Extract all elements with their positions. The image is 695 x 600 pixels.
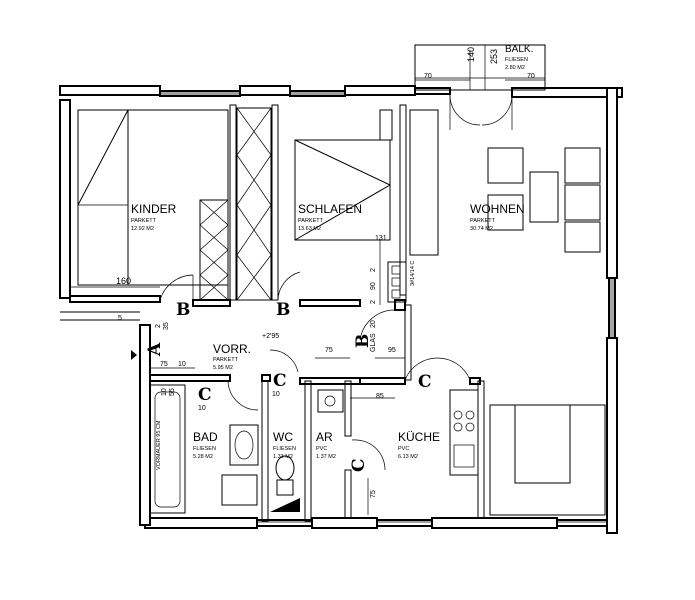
- dim-bad-10: 10: [161, 388, 168, 396]
- room-name: KÜCHE: [398, 430, 440, 444]
- dim-85: 85: [376, 393, 384, 400]
- room-floor: PARKETT: [213, 357, 239, 363]
- dim-20: 20: [370, 320, 377, 328]
- level-mark: +2'95: [262, 333, 279, 340]
- room-area: 1.37 M2: [316, 454, 336, 460]
- room-area: 30.74 M2: [470, 226, 493, 232]
- dim-90: 90: [370, 282, 377, 290]
- room-area: 2.80 M2: [505, 65, 525, 71]
- dim-c-10: 10: [198, 405, 206, 412]
- room-area: 5.28 M2: [193, 454, 213, 460]
- dim-131: 131: [375, 235, 387, 242]
- room-label-wohnen: WOHNEN PARKETT 30.74 M2: [470, 202, 525, 232]
- vormauer-label: VORMAUER 95 CM: [156, 420, 162, 470]
- dim-vorr-10: 10: [178, 361, 186, 368]
- room-label-bad: BAD FLIESEN 5.28 M2: [193, 430, 218, 460]
- room-label-kinder: KINDER PARKETT 12.92 M2: [131, 202, 177, 232]
- interior-walls: [69, 104, 485, 522]
- outer-walls: [59, 85, 623, 534]
- room-name: BAD: [193, 430, 218, 444]
- room-floor: PVC: [398, 446, 409, 452]
- door-tag-b1: B: [176, 300, 190, 320]
- room-label-wc: WC FLIESEN 1.33 M2: [273, 430, 296, 460]
- windows: [160, 91, 614, 523]
- room-label-schlafen: SCHLAFEN PARKETT 13.63 M2: [298, 202, 362, 232]
- dim-balk-left: 70: [424, 73, 432, 80]
- herd-label: 3#14/14 C: [410, 261, 416, 286]
- dim-35: 35: [163, 322, 170, 330]
- dimension-labels: 140 253 70 70 160 +2'95 35 75 10 75 95 G…: [116, 47, 535, 498]
- dimension-lines: [70, 79, 545, 515]
- door-tag-b2: B: [276, 300, 290, 320]
- room-name: WC: [273, 430, 293, 444]
- room-area: 1.33 M2: [273, 454, 293, 460]
- door-swings: [159, 94, 513, 471]
- room-label-vorr: VORR. PARKETT 5.95 M2: [213, 342, 251, 371]
- dim-balk-253: 253: [489, 49, 499, 64]
- dim-vorr-75: 75: [160, 361, 168, 368]
- room-area: 5.95 M2: [213, 365, 233, 371]
- door-tag-c-kueche: C: [418, 372, 432, 392]
- dim-5: 5: [118, 315, 122, 322]
- door-tag-c-wc: C: [273, 371, 287, 391]
- room-area: 13.63 M2: [298, 226, 321, 232]
- dim-balk-right: 70: [527, 73, 535, 80]
- dim-2: 2: [370, 268, 377, 272]
- room-floor: PARKETT: [131, 218, 157, 224]
- dim-wc-10: 10: [272, 391, 280, 398]
- dim-kinder-160: 160: [116, 276, 131, 286]
- dim-95: 95: [388, 347, 396, 354]
- dim-kueche-75: 75: [370, 490, 377, 498]
- dim-balk-140: 140: [466, 47, 476, 62]
- dim-2c: 2: [155, 324, 162, 328]
- room-name: KINDER: [131, 202, 177, 216]
- room-name: WOHNEN: [470, 202, 525, 216]
- entry-arrow-icon: [131, 350, 137, 360]
- room-label-ar: AR PVC 1.37 M2: [316, 430, 336, 460]
- room-name: AR: [316, 430, 333, 444]
- furniture: [77, 107, 606, 516]
- room-floor: PVC: [316, 446, 327, 452]
- room-name: VORR.: [213, 342, 251, 356]
- door-tag-b3: B: [353, 334, 373, 348]
- room-name: SCHLAFEN: [298, 202, 362, 216]
- dim-mid-75: 75: [325, 347, 333, 354]
- glas-label: GLAS: [370, 333, 377, 352]
- door-tag-c-bad: C: [198, 385, 212, 405]
- room-floor: PARKETT: [470, 218, 496, 224]
- room-label-balk: BALK. FLIESEN 2.80 M2: [505, 44, 533, 71]
- room-floor: PARKETT: [298, 218, 324, 224]
- door-tag-a: A: [145, 342, 165, 357]
- room-floor: FLIESEN: [273, 446, 296, 452]
- dim-2b: 2: [370, 300, 377, 304]
- door-tags: A B B B C C C C: [145, 300, 432, 472]
- door-tag-c-ar: C: [349, 458, 369, 472]
- room-floor: FLIESEN: [505, 57, 528, 63]
- room-area: 12.92 M2: [131, 226, 154, 232]
- dim-bad-55: 55: [169, 388, 176, 396]
- room-floor: FLIESEN: [193, 446, 216, 452]
- balcony: [414, 44, 546, 91]
- room-label-kueche: KÜCHE PVC 6.13 M2: [398, 430, 440, 460]
- room-area: 6.13 M2: [398, 454, 418, 460]
- room-name: BALK.: [505, 44, 533, 55]
